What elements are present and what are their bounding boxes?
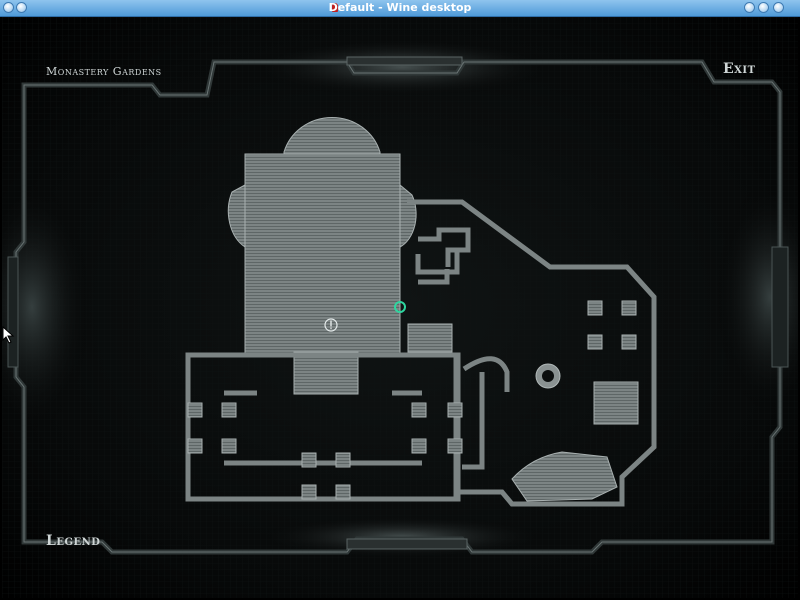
window-title-bar: Default - Wine desktop — [0, 0, 800, 17]
garden-pond — [511, 451, 618, 502]
garden-shed — [593, 381, 639, 425]
window-menu-button[interactable] — [3, 2, 14, 13]
window-pin-button[interactable] — [16, 2, 27, 13]
minimize-button[interactable] — [744, 2, 755, 13]
game-viewport: Monastery Gardens Exit Legend — [2, 17, 798, 598]
legend-button[interactable]: Legend — [46, 533, 101, 549]
church-crossing — [293, 351, 359, 395]
wine-icon — [332, 3, 338, 12]
maximize-button[interactable] — [758, 2, 769, 13]
player-marker-icon — [394, 301, 406, 313]
dome — [283, 116, 381, 158]
church-nave — [244, 153, 401, 355]
close-button[interactable] — [773, 2, 784, 13]
storage-room — [407, 323, 453, 353]
exit-button[interactable]: Exit — [723, 61, 756, 77]
monastery-map[interactable] — [2, 17, 798, 598]
window-title: Default - Wine desktop — [328, 1, 472, 14]
exclamation-circle-icon[interactable] — [324, 318, 338, 332]
map-title: Monastery Gardens — [46, 65, 162, 78]
mouse-pointer-icon — [2, 326, 15, 344]
